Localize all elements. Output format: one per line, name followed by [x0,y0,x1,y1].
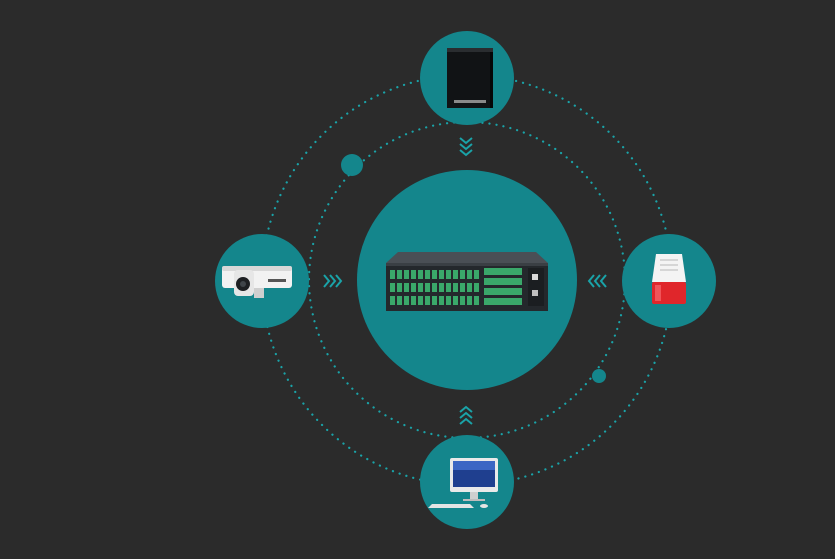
terminal-block [474,283,479,292]
terminal-block [418,296,423,305]
terminal-block [460,296,465,305]
left-node [215,234,309,328]
chevrons-right-icon [323,274,343,288]
terminal-block [453,283,458,292]
terminal-block [390,296,395,305]
terminal-block [418,270,423,279]
terminal-block [439,270,444,279]
terminal-block [418,283,423,292]
chevrons-left-icon [587,274,607,288]
terminal-block [446,296,451,305]
terminal-block [439,296,444,305]
terminal-block [467,283,472,292]
terminal-block [390,270,395,279]
right-node [622,234,716,328]
terminal-block [390,283,395,292]
chevrons-up-icon [459,405,473,425]
terminal-block [460,270,465,279]
alarm-siren-icon [652,254,686,304]
terminal-strip [484,298,522,305]
terminal-block [432,283,437,292]
terminal-block [439,283,444,292]
terminal-block [467,270,472,279]
terminal-block [453,296,458,305]
terminal-block [404,296,409,305]
terminal-strip [484,288,522,295]
orbit-marker-dot-lower [592,369,606,383]
terminal-block [432,296,437,305]
terminal-block [404,283,409,292]
terminal-strip [484,278,522,285]
terminal-block [446,283,451,292]
terminal-block [474,270,479,279]
terminal-block [425,283,430,292]
controller-chassis-icon [386,252,548,311]
terminal-block [474,296,479,305]
wall-cabinet-icon [447,48,493,108]
desktop-computer-icon [428,458,498,508]
terminal-block [404,270,409,279]
terminal-block [397,270,402,279]
terminal-block [446,270,451,279]
terminal-block [411,296,416,305]
chevrons-down-icon [459,137,473,157]
bottom-node [420,435,514,529]
terminal-block [432,270,437,279]
terminal-strip [484,268,522,275]
top-node [420,31,514,125]
terminal-block [425,270,430,279]
terminal-block [460,283,465,292]
terminal-block [411,270,416,279]
terminal-block [411,283,416,292]
terminal-block [453,270,458,279]
terminal-block [467,296,472,305]
terminal-block [425,296,430,305]
terminal-block [397,296,402,305]
bullet-camera-icon [222,266,292,298]
terminal-block [397,283,402,292]
center-node [357,170,577,390]
orbit-marker-dot-upper [341,154,363,176]
